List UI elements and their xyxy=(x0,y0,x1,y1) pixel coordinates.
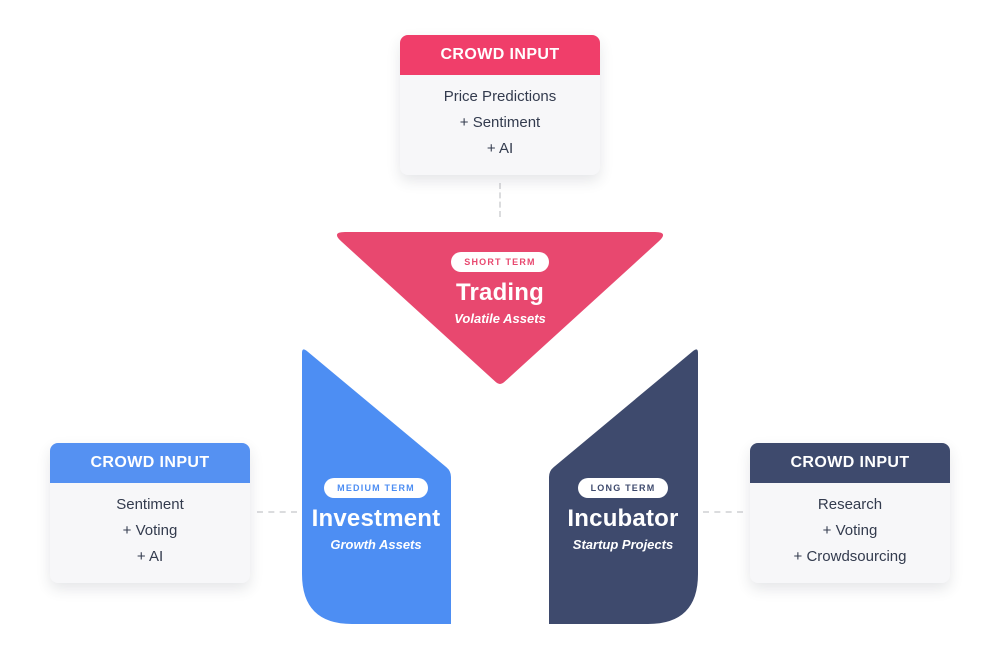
segment-incubator: LONG TERM Incubator Startup Projects xyxy=(523,478,723,552)
card-body-right: Research + Voting + Crowdsourcing xyxy=(750,483,950,570)
incubator-title: Incubator xyxy=(567,505,679,532)
card-line: + AI xyxy=(486,140,514,157)
investment-title: Investment xyxy=(311,505,441,532)
connector-right-card xyxy=(703,511,743,513)
card-header-right: CROWD INPUT xyxy=(750,443,950,483)
card-line: + Sentiment xyxy=(459,114,541,131)
trading-term-pill: SHORT TERM xyxy=(451,252,549,272)
card-body-left: Sentiment + Voting + AI xyxy=(50,483,250,570)
card-line: + Voting xyxy=(822,522,878,539)
card-line: Research xyxy=(817,496,883,513)
card-body-top: Price Predictions + Sentiment + AI xyxy=(400,75,600,162)
segment-investment: MEDIUM TERM Investment Growth Assets xyxy=(276,478,476,552)
connector-left-card xyxy=(257,511,297,513)
segment-trading: SHORT TERM Trading Volatile Assets xyxy=(400,252,600,326)
crowd-input-card-left: CROWD INPUT Sentiment + Voting + AI xyxy=(50,443,250,583)
card-line: + Crowdsourcing xyxy=(793,548,907,565)
investment-term-pill: MEDIUM TERM xyxy=(324,478,428,498)
trading-subtitle: Volatile Assets xyxy=(454,311,546,326)
card-line: Sentiment xyxy=(116,496,184,513)
investment-subtitle: Growth Assets xyxy=(330,537,422,552)
crowd-input-card-right: CROWD INPUT Research + Voting + Crowdsou… xyxy=(750,443,950,583)
incubator-term-pill: LONG TERM xyxy=(577,478,669,498)
card-line: + AI xyxy=(136,548,164,565)
card-line: Price Predictions xyxy=(443,88,557,105)
trading-title: Trading xyxy=(455,279,545,306)
card-header-left: CROWD INPUT xyxy=(50,443,250,483)
connector-top-card xyxy=(499,183,501,217)
card-line: + Voting xyxy=(122,522,178,539)
crowd-input-card-top: CROWD INPUT Price Predictions + Sentimen… xyxy=(400,35,600,175)
card-header-top: CROWD INPUT xyxy=(400,35,600,75)
trading-triangle-shape xyxy=(336,232,664,384)
incubator-subtitle: Startup Projects xyxy=(572,537,674,552)
